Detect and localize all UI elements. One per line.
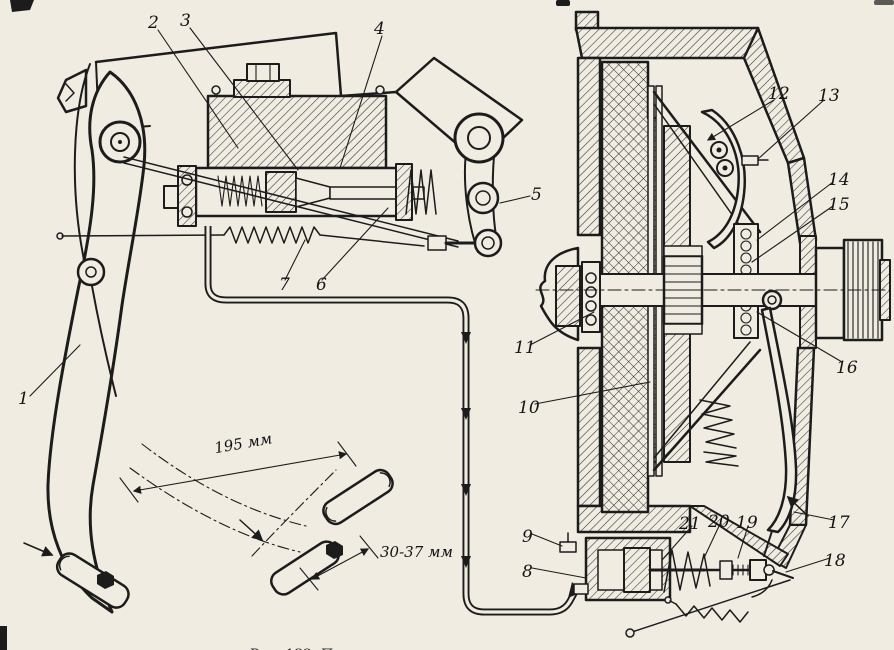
callout-7: 7: [279, 275, 290, 295]
pedal-linkage: [56, 156, 478, 251]
second-pad-outline: [322, 468, 394, 526]
figure-caption-cropped: Рис. 132. Привод выключения сцепления: [250, 647, 559, 650]
hydraulic-pipe: [204, 226, 582, 616]
pad-nut: [97, 571, 114, 589]
callout-13: 13: [818, 86, 840, 106]
pedal-pad: [55, 552, 130, 609]
boot-spring: [405, 169, 437, 215]
piston-spring: [217, 175, 263, 207]
bleeder-fitting: [559, 541, 577, 553]
dimension-line-30-37: [310, 548, 370, 580]
callout-2: 2: [147, 13, 159, 33]
callout-leaders: [29, 27, 843, 579]
pedal-travel-annotation: 195 мм 30-37 мм: [119, 429, 453, 596]
fork-motion-arrow: [786, 495, 809, 517]
callout-21: 21: [678, 514, 701, 534]
callout-3: 3: [180, 11, 191, 31]
callout-6: 6: [316, 275, 327, 295]
callout-9: 9: [522, 527, 533, 547]
slave-piston: [623, 547, 651, 593]
flow-arrow: [461, 556, 471, 568]
dimension-label-195: 195 мм: [213, 429, 274, 457]
callout-10: 10: [518, 398, 540, 418]
fork-return-spring: [675, 603, 749, 623]
slave-boot-spring: [663, 549, 711, 593]
callout-18: 18: [824, 551, 846, 571]
callout-5: 5: [531, 185, 542, 205]
return-spring: [223, 226, 321, 244]
flow-arrow: [461, 408, 471, 420]
callout-11: 11: [514, 338, 536, 358]
release-fork-upper: [700, 108, 769, 250]
crankshaft-end: [539, 246, 601, 342]
pressure-spring: [699, 399, 737, 449]
dimension-label-30-37: 30-37 мм: [380, 543, 453, 561]
callout-4: 4: [373, 19, 385, 39]
callout-19: 19: [736, 513, 758, 533]
callout-8: 8: [522, 562, 533, 582]
withdrawal-fork: [760, 289, 809, 557]
flow-arrow: [461, 484, 471, 496]
filler-bolt: [246, 63, 280, 82]
callout-1: 1: [18, 389, 29, 409]
callout-14: 14: [828, 170, 850, 190]
callout-17: 17: [828, 513, 850, 533]
pedal-force-arrow: [23, 542, 54, 557]
fork-pivot-bolt: [741, 155, 759, 166]
piston: [265, 171, 297, 213]
clutch-pedal: [23, 70, 147, 614]
dimension-line-195: [132, 451, 348, 494]
callout-numbers: 1 2 3 4 5 6 7 8 9 10 11 12 13 14 15 16 1…: [18, 11, 858, 582]
callout-20: 20: [707, 512, 730, 532]
callout-12: 12: [768, 84, 790, 104]
reservoir-cap: [233, 79, 291, 98]
callout-16: 16: [836, 358, 858, 378]
bellcrank-lever: [453, 112, 505, 258]
callout-15: 15: [828, 195, 850, 215]
flow-arrow: [461, 332, 471, 344]
lock-nut: [719, 560, 733, 580]
slave-cylinder: [559, 532, 794, 638]
